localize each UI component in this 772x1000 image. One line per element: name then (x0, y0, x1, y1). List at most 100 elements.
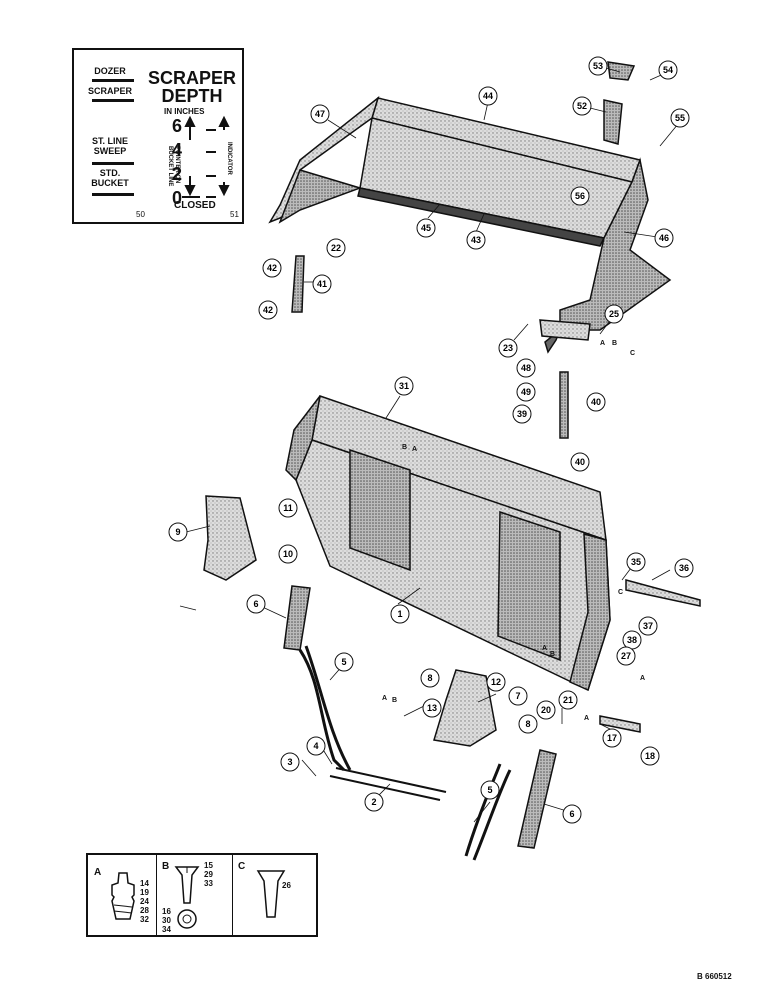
mode-label-std-bucket: STD. BUCKET (91, 168, 129, 188)
callout-48: 48 (516, 358, 536, 378)
callout-number: 10 (283, 549, 293, 559)
legend-part-number: 24 (140, 897, 149, 906)
flat-head-screw-icon (174, 866, 200, 929)
letter-mark: B (392, 697, 397, 704)
callout-circle (498, 338, 518, 358)
callout-number: 1 (397, 609, 402, 619)
callout-circle (588, 56, 608, 76)
callout-circle (572, 96, 592, 116)
callout-circle (654, 228, 674, 248)
letter-mark: A (584, 715, 589, 722)
callout-circle (280, 752, 300, 772)
mode-label-scraper: SCRAPER (87, 86, 132, 96)
callout-42: 42 (262, 258, 282, 278)
callout-54: 54 (658, 60, 678, 80)
callout-10: 10 (278, 544, 298, 564)
callout-8: 8 (420, 668, 440, 688)
callout-number: 7 (515, 691, 520, 701)
legend-part-number: 29 (204, 870, 213, 879)
callout-circle (466, 230, 486, 250)
gauge-units: IN INCHES (164, 107, 205, 116)
callout-47: 47 (310, 104, 330, 124)
callout-7: 7 (508, 686, 528, 706)
callout-circle (536, 700, 556, 720)
callout-41: 41 (312, 274, 332, 294)
callout-circle (246, 594, 266, 614)
callout-circle (486, 672, 506, 692)
callout-53: 53 (588, 56, 608, 76)
mode-label-st-line-sweep: ST. LINE SWEEP (91, 136, 128, 156)
callout-circle (416, 218, 436, 238)
callout-circle (674, 558, 694, 578)
legend-cell-a: A 14 19 24 28 32 (88, 855, 157, 935)
legend-part-number: 19 (140, 888, 149, 897)
legend-part-number: 26 (282, 881, 291, 890)
callout-number: 8 (525, 719, 530, 729)
letter-mark: C (630, 350, 635, 357)
callout-49: 49 (516, 382, 536, 402)
closed-label: CLOSED (174, 200, 216, 211)
callout-circle (670, 108, 690, 128)
callout-number: 42 (263, 305, 273, 315)
letter-mark: A (600, 340, 605, 347)
legend-part-number: 14 (140, 879, 149, 888)
depth-mark-2: 2 (172, 164, 183, 184)
callout-circle (570, 452, 590, 472)
callout-circle (394, 376, 414, 396)
gauge-title-line1: SCRAPER (147, 68, 236, 88)
callout-37: 37 (638, 616, 658, 636)
mode-bar-std-bucket (92, 193, 134, 196)
callout-number: 22 (331, 243, 341, 253)
legend-b-bottom-numbers: 16 30 34 (162, 907, 171, 934)
callout-number: 8 (427, 673, 432, 683)
callout-6: 6 (246, 594, 266, 614)
callout-36: 36 (674, 558, 694, 578)
callout-38: 38 (622, 630, 642, 650)
callout-20: 20 (536, 700, 556, 720)
callout-number: 44 (483, 91, 493, 101)
mode-bar-st-line-sweep (92, 162, 134, 165)
depth-mark-4: 4 (172, 140, 183, 160)
mount-brackets (203, 495, 497, 747)
callout-43: 43 (466, 230, 486, 250)
callout-number: 49 (521, 387, 531, 397)
depth-mark-6: 6 (172, 116, 183, 136)
callout-circle (516, 382, 536, 402)
callout-55: 55 (670, 108, 690, 128)
callout-4: 4 (306, 736, 326, 756)
callout-18: 18 (640, 746, 660, 766)
legend-part-number: 34 (162, 925, 171, 934)
callout-circle (508, 686, 528, 706)
mode-bar-dozer (92, 79, 134, 82)
callout-number: 23 (503, 343, 513, 353)
carriage-bolt-icon (256, 870, 286, 918)
callout-number: 5 (487, 785, 492, 795)
letter-mark: B (402, 444, 407, 451)
callout-number: 3 (287, 757, 292, 767)
callout-45: 45 (416, 218, 436, 238)
callout-circle (364, 792, 384, 812)
callout-number: 17 (607, 733, 617, 743)
callout-5: 5 (334, 652, 354, 672)
callout-39: 39 (512, 404, 532, 424)
callout-circle (390, 604, 410, 624)
callout-number: 9 (175, 527, 180, 537)
callout-number: 18 (645, 751, 655, 761)
callout-circle (312, 274, 332, 294)
legend-cell-b: B 15 29 33 16 30 34 (156, 855, 233, 935)
callout-23: 23 (498, 338, 518, 358)
legend-part-number: 32 (140, 915, 149, 924)
callout-44: 44 (478, 86, 498, 106)
legend-part-number: 16 (162, 907, 171, 916)
gauge-marker-svg (182, 115, 230, 198)
callout-number: 38 (627, 635, 637, 645)
callout-number: 5 (341, 657, 346, 667)
callout-number: 40 (575, 457, 585, 467)
callout-number: 52 (577, 101, 587, 111)
legend-a-numbers: 14 19 24 28 32 (140, 879, 149, 924)
callout-22: 22 (326, 238, 346, 258)
callout-circle (278, 544, 298, 564)
callout-number: 4 (313, 741, 318, 751)
